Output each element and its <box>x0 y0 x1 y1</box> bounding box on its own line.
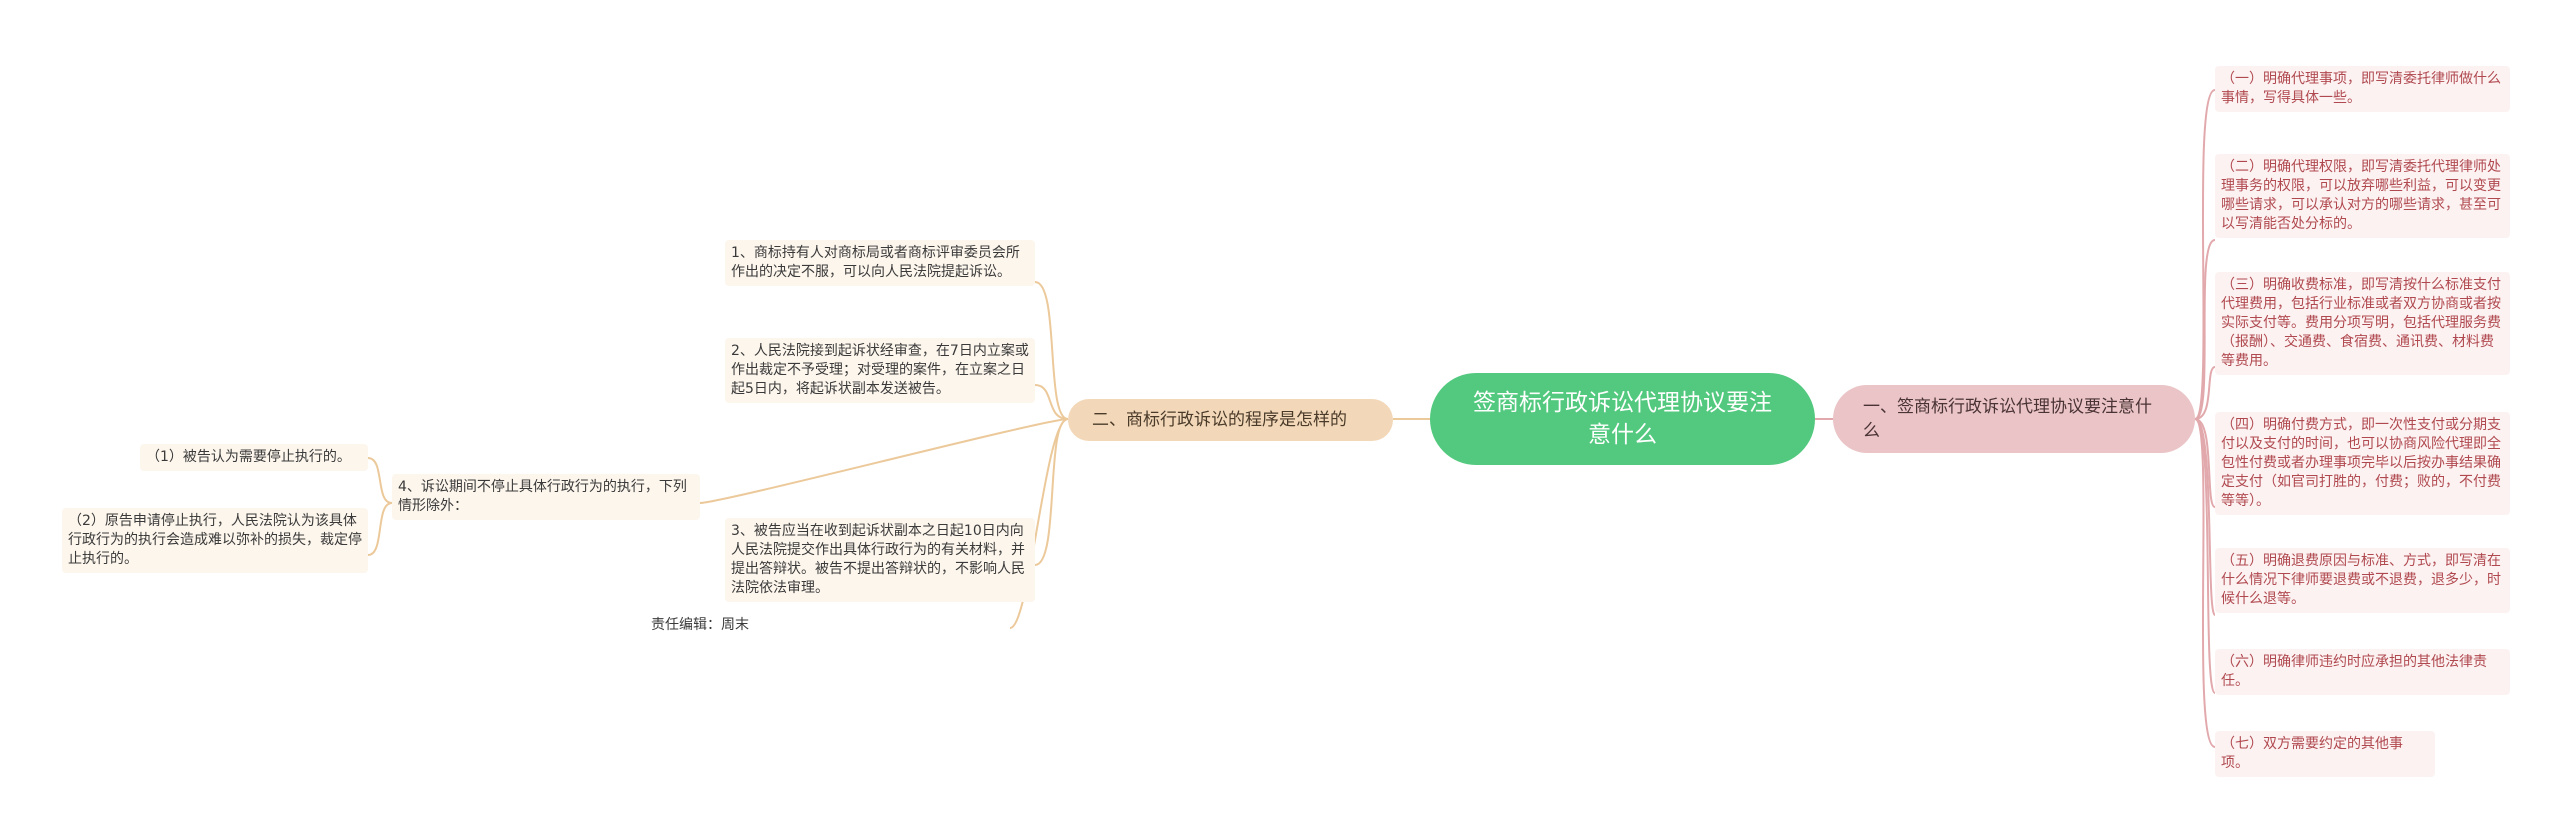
right-leaf-5[interactable]: （五）明确退费原因与标准、方式，即写清在什么情况下律师要退费或不退费，退多少，时… <box>2215 548 2510 613</box>
right-leaf-4-text: （四）明确付费方式，即一次性支付或分期支付以及支付的时间，也可以协商风险代理即全… <box>2221 417 2501 509</box>
root-node[interactable]: 签商标行政诉讼代理协议要注意什么 <box>1430 373 1815 465</box>
right-leaf-1-text: （一）明确代理事项，即写清委托律师做什么事情，写得具体一些。 <box>2221 71 2501 106</box>
sub-leaf-1[interactable]: （1）被告认为需要停止执行的。 <box>140 444 368 471</box>
left-leaf-1-text: 1、商标持有人对商标局或者商标评审委员会所作出的决定不服，可以向人民法院提起诉讼… <box>731 245 1020 280</box>
links-left <box>367 281 1069 629</box>
right-leaf-7-text: （七）双方需要约定的其他事项。 <box>2221 736 2403 771</box>
branch-node-right[interactable]: 一、签商标行政诉讼代理协议要注意什么 <box>1833 385 2195 453</box>
left-leaf-3-text: 3、被告应当在收到起诉状副本之日起10日内向人民法院提交作出具体行政行为的有关材… <box>731 523 1025 596</box>
root-title: 签商标行政诉讼代理协议要注意什么 <box>1473 390 1772 448</box>
left-leaf-2[interactable]: 2、人民法院接到起诉状经审查，在7日内立案或作出裁定不予受理；对受理的案件，在立… <box>725 338 1035 403</box>
branch-node-left[interactable]: 二、商标行政诉讼的程序是怎样的 <box>1068 399 1393 441</box>
right-leaf-6[interactable]: （六）明确律师违约时应承担的其他法律责任。 <box>2215 649 2510 695</box>
left-leaf-1[interactable]: 1、商标持有人对商标局或者商标评审委员会所作出的决定不服，可以向人民法院提起诉讼… <box>725 240 1035 286</box>
left-leaf-2-text: 2、人民法院接到起诉状经审查，在7日内立案或作出裁定不予受理；对受理的案件，在立… <box>731 343 1029 397</box>
right-leaf-2-text: （二）明确代理权限，即写清委托代理律师处理事务的权限，可以放弃哪些利益，可以变更… <box>2221 159 2501 232</box>
left-leaf-4-text: 4、诉讼期间不停止具体行政行为的执行，下列情形除外： <box>398 479 687 514</box>
sub-leaf-2[interactable]: （2）原告申请停止执行，人民法院认为该具体行政行为的执行会造成难以弥补的损失，裁… <box>62 508 368 573</box>
right-leaf-3[interactable]: （三）明确收费标准，即写清按什么标准支付代理费用，包括行业标准或者双方协商或者按… <box>2215 272 2510 375</box>
right-leaf-3-text: （三）明确收费标准，即写清按什么标准支付代理费用，包括行业标准或者双方协商或者按… <box>2221 277 2501 369</box>
branch-left-label: 二、商标行政诉讼的程序是怎样的 <box>1092 410 1347 430</box>
right-leaf-2[interactable]: （二）明确代理权限，即写清委托代理律师处理事务的权限，可以放弃哪些利益，可以变更… <box>2215 154 2510 238</box>
sub-leaf-2-text: （2）原告申请停止执行，人民法院认为该具体行政行为的执行会造成难以弥补的损失，裁… <box>68 513 362 567</box>
sub-leaf-1-text: （1）被告认为需要停止执行的。 <box>146 449 351 465</box>
right-leaf-1[interactable]: （一）明确代理事项，即写清委托律师做什么事情，写得具体一些。 <box>2215 66 2510 112</box>
right-leaf-4[interactable]: （四）明确付费方式，即一次性支付或分期支付以及支付的时间，也可以协商风险代理即全… <box>2215 412 2510 515</box>
left-leaf-4[interactable]: 4、诉讼期间不停止具体行政行为的执行，下列情形除外： <box>392 474 700 520</box>
right-leaf-5-text: （五）明确退费原因与标准、方式，即写清在什么情况下律师要退费或不退费，退多少，时… <box>2221 553 2501 607</box>
editor-credit-text: 责任编辑：周末 <box>651 617 749 633</box>
right-leaf-7[interactable]: （七）双方需要约定的其他事项。 <box>2215 731 2435 777</box>
left-leaf-3[interactable]: 3、被告应当在收到起诉状副本之日起10日内向人民法院提交作出具体行政行为的有关材… <box>725 518 1035 602</box>
links-right <box>2194 89 2216 748</box>
right-leaf-6-text: （六）明确律师违约时应承担的其他法律责任。 <box>2221 654 2487 689</box>
branch-right-label: 一、签商标行政诉讼代理协议要注意什么 <box>1863 397 2152 441</box>
editor-credit: 责任编辑：周末 <box>580 612 755 639</box>
